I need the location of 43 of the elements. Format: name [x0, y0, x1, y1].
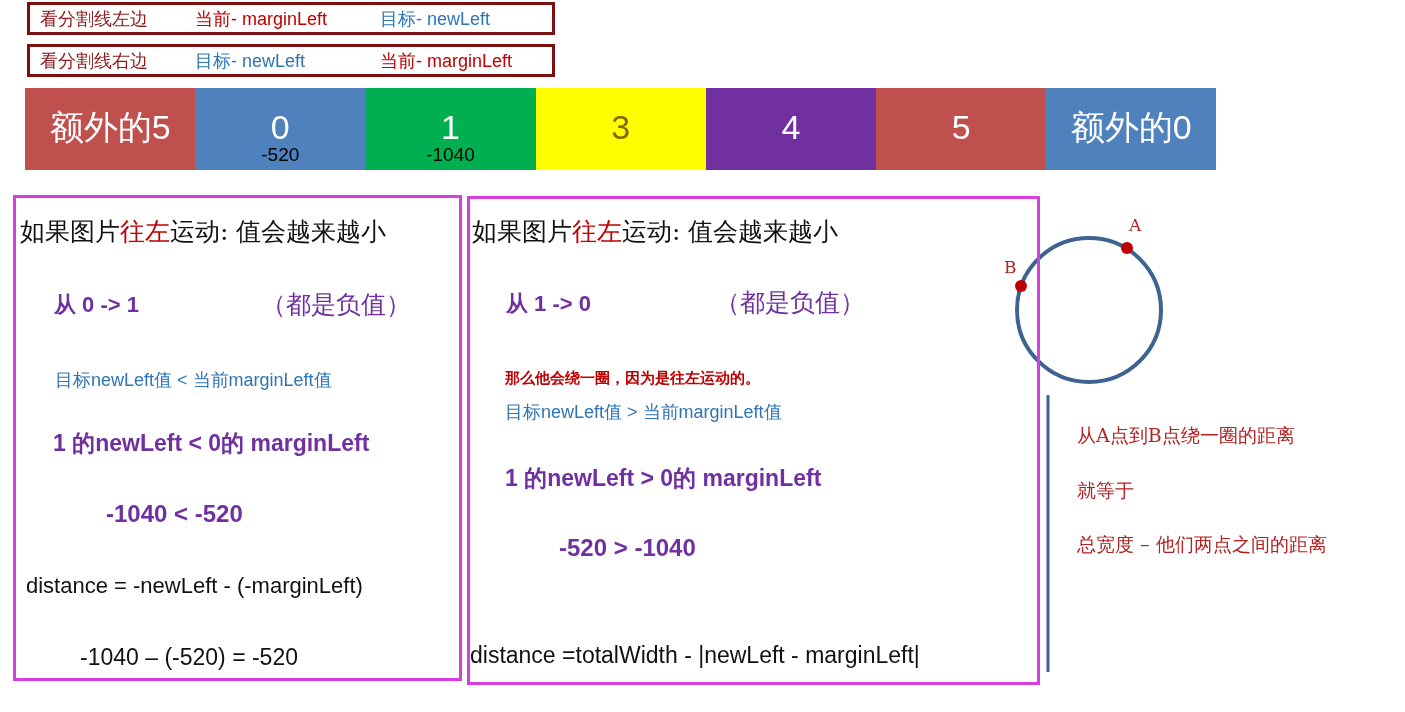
- text-line: -1040 – (-520) = -520: [80, 644, 298, 671]
- slide-cell: [25, 88, 196, 170]
- note-text: 就等于: [1077, 480, 1134, 502]
- slide-cell: [705, 88, 876, 170]
- text-line: 1 的newLeft < 0的 marginLeft: [53, 430, 370, 457]
- text-line: 当前- marginLeft: [195, 9, 328, 30]
- text-line: 当前- marginLeft: [380, 51, 513, 72]
- text-line: 看分割线右边: [40, 51, 148, 72]
- text-line: 从 1 -> 0: [506, 291, 591, 317]
- text-line: 从 0 -> 1: [54, 292, 139, 318]
- note-box: [27, 2, 555, 35]
- text-line: 1 的newLeft > 0的 marginLeft: [505, 465, 822, 492]
- text-line: distance = -newLeft - (-marginLeft): [26, 573, 363, 599]
- text-line: 如果图片往左运动: 值会越来越小: [472, 218, 839, 247]
- text-line: -1040 < -520: [106, 500, 243, 528]
- note-text: 从A点到B点绕一圈的距离: [1077, 425, 1295, 447]
- slide-number: 5: [950, 108, 972, 148]
- slide-cell: [876, 88, 1047, 170]
- slide-number: 额外的0: [1069, 108, 1193, 148]
- text-line: distance =totalWidth - |newLeft - marginLeft|: [470, 642, 920, 669]
- text-line: 目标newLeft值 > 当前marginLeft值: [505, 402, 782, 423]
- text-line: 目标- newLeft: [380, 9, 491, 30]
- text-line: 如果图片往左运动: 值会越来越小: [20, 218, 387, 247]
- point-label: A: [1129, 216, 1142, 236]
- text-line: -520 > -1040: [559, 534, 696, 562]
- slide-number: 3: [610, 108, 632, 148]
- slide-cell: [365, 88, 536, 170]
- point-label: B: [1004, 258, 1017, 278]
- text-line: （都是负值）: [715, 288, 865, 317]
- text-line: 那么他会绕一圈，因为是往左运动的。: [505, 370, 760, 388]
- slide-number: 额外的5: [48, 108, 172, 148]
- text-line: 目标- newLeft: [195, 51, 306, 72]
- slide-cell: [535, 88, 706, 170]
- text-line: 目标newLeft值 < 当前marginLeft值: [55, 370, 332, 391]
- explanation-panel: [13, 195, 462, 681]
- note-text: 总宽度 – 他们两点之间的距离: [1077, 534, 1327, 556]
- text-line: （都是负值）: [261, 290, 411, 319]
- slide-cell: [195, 88, 366, 170]
- explanation-panel: [467, 196, 1040, 685]
- note-box: [27, 44, 555, 77]
- slide-cell: [1046, 88, 1217, 170]
- text-line: 看分割线左边: [40, 9, 148, 30]
- slide-number: 4: [780, 108, 802, 148]
